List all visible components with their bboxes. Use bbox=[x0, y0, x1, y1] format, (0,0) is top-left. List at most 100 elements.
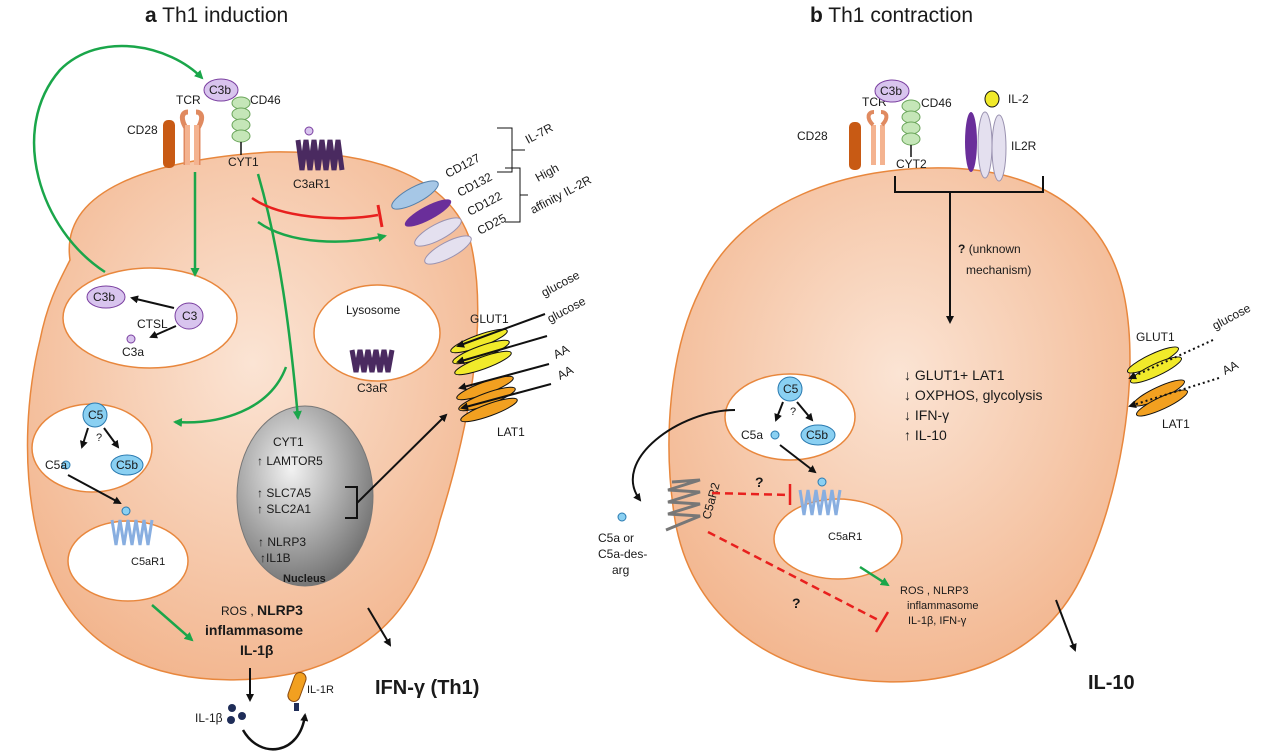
effect-0: ↓ GLUT1+ LAT1 bbox=[904, 367, 1005, 383]
il2r-label: IL2R bbox=[1011, 139, 1037, 153]
lysosome-label: Lysosome bbox=[346, 303, 401, 317]
nucleus-label: Nucleus bbox=[283, 573, 326, 585]
inflammasome-b: inflammasome bbox=[907, 600, 979, 612]
cd46-receptor-b: CD46 CYT2 bbox=[896, 96, 952, 171]
il1b-ifng-b: IL-1β, IFN-γ bbox=[908, 615, 967, 627]
c3ar-label: C3aR bbox=[357, 381, 388, 395]
c5b-label-b: C5b bbox=[806, 428, 828, 442]
glucose2-label: glucose bbox=[545, 294, 588, 326]
c5-label-a: C5 bbox=[88, 408, 104, 422]
cd25-label: CD25 bbox=[475, 211, 509, 238]
tcr-receptor-b: TCR bbox=[862, 95, 889, 165]
c3b-vesicle-label: C3b bbox=[93, 290, 115, 304]
c5a-or-1: C5a or bbox=[598, 531, 634, 545]
nucleus-il1b: ↑IL1B bbox=[260, 551, 291, 565]
glut1-label: GLUT1 bbox=[470, 312, 509, 326]
ifng-th1-label: IFN-γ (Th1) bbox=[375, 677, 479, 699]
il1b-secreted: IL-1β IL-1R bbox=[195, 672, 334, 751]
nucleus-slc7a5: ↑ SLC7A5 bbox=[257, 486, 311, 500]
il1r-label: IL-1R bbox=[307, 684, 334, 696]
c5-vesicle-a: C5 ? C5a C5b bbox=[31, 402, 153, 504]
cd28-label-b: CD28 bbox=[797, 129, 828, 143]
cd46-label: CD46 bbox=[250, 93, 281, 107]
c5a-label-b: C5a bbox=[741, 428, 763, 442]
il2r-b: IL2R bbox=[965, 111, 1037, 182]
cd28-receptor: CD28 bbox=[127, 120, 175, 168]
inhibitions-b bbox=[707, 484, 890, 633]
il2-ligand bbox=[984, 90, 1000, 108]
c5-vesicle-b: C5 ? C5a C5b bbox=[631, 373, 856, 502]
unknown-mechanism: ? (unknown bbox=[958, 242, 1021, 256]
c3a-label: C3a bbox=[122, 345, 144, 359]
c5ar1-label-b: C5aR1 bbox=[828, 531, 862, 543]
il2-label: IL-2 bbox=[1008, 92, 1029, 106]
c5-label-b: C5 bbox=[783, 382, 799, 396]
c5-q-a: ? bbox=[96, 432, 102, 444]
nucleus-slc2a1: ↑ SLC2A1 bbox=[257, 502, 311, 516]
c5-q-b: ? bbox=[790, 406, 796, 418]
aa-label-b: AA bbox=[1220, 358, 1241, 378]
c3b-top-label: C3b bbox=[209, 83, 231, 97]
c3b-top-bubble bbox=[203, 78, 239, 102]
il1b-a: IL-1β bbox=[240, 642, 274, 658]
nucleus: CYT1 ↑ LAMTOR5 ↑ SLC7A5 ↑ SLC2A1 ↑ NLRP3… bbox=[236, 405, 448, 587]
inhibition-a bbox=[251, 196, 379, 220]
cyt2-label: CYT2 bbox=[896, 157, 927, 171]
c3b-label-b: C3b bbox=[880, 84, 902, 98]
c5a-label-a: C5a bbox=[45, 458, 67, 472]
c5ar1-label-a: C5aR1 bbox=[131, 556, 165, 568]
ctsl-label: CTSL bbox=[137, 317, 168, 331]
effects-list: ↓ GLUT1+ LAT1 ↓ OXPHOS, glycolysis ↓ IFN… bbox=[904, 367, 1042, 443]
cd46-label-b: CD46 bbox=[921, 96, 952, 110]
transporters-b: GLUT1 LAT1 glucose AA bbox=[1126, 301, 1253, 431]
effect-1: ↓ OXPHOS, glycolysis bbox=[904, 387, 1042, 403]
il7r-label: IL-7R bbox=[523, 120, 556, 146]
inflammasome-text-b: ROS , NLRP3 inflammasome IL-1β, IFN-γ bbox=[900, 585, 979, 627]
cyt1-label: CYT1 bbox=[228, 155, 259, 169]
aa2-label: AA bbox=[555, 363, 576, 383]
il10-label: IL-10 bbox=[1088, 672, 1135, 694]
ros-a: ROS , NLRP3 bbox=[221, 602, 303, 618]
nucleus-lamtor5: ↑ LAMTOR5 bbox=[257, 454, 323, 468]
aa1-label: AA bbox=[551, 342, 572, 362]
c3ar1-receptor: C3aR1 bbox=[293, 126, 345, 191]
glut1-label-b: GLUT1 bbox=[1136, 330, 1175, 344]
q3-label: ? bbox=[792, 595, 801, 611]
c3-label: C3 bbox=[182, 309, 198, 323]
high-label: High bbox=[533, 161, 561, 185]
c3b-bubble-b bbox=[874, 79, 910, 103]
c5a-or-3: arg bbox=[612, 563, 629, 577]
inflammasome-text-a: ROS , NLRP3 inflammasome IL-1β bbox=[205, 602, 303, 658]
cd46-receptor: CD46 CYT1 bbox=[228, 93, 281, 169]
glucose1-label: glucose bbox=[539, 268, 582, 300]
panel-b-title: b Th1 contraction bbox=[810, 4, 973, 27]
lat1-label: LAT1 bbox=[497, 425, 525, 439]
tcr-label: TCR bbox=[176, 93, 201, 107]
inflammasome-a: inflammasome bbox=[205, 622, 303, 638]
lat1-label-b: LAT1 bbox=[1162, 417, 1190, 431]
green-arrows-a bbox=[32, 44, 387, 642]
ros-b: ROS , NLRP3 bbox=[900, 585, 968, 597]
c5a-free bbox=[617, 512, 627, 522]
panel-a-title: a Th1 induction bbox=[145, 4, 288, 27]
unknown-mechanism-2: mechanism) bbox=[966, 263, 1031, 277]
tcr-receptor: TCR bbox=[176, 93, 205, 165]
c3ar1-label: C3aR1 bbox=[293, 177, 331, 191]
cd28-receptor-b bbox=[849, 122, 861, 170]
lysosome: Lysosome C3aR bbox=[313, 284, 441, 395]
c5b-label-a: C5b bbox=[116, 458, 138, 472]
effect-2: ↓ IFN-γ bbox=[904, 407, 949, 423]
c5a-or-2: C5a-des- bbox=[598, 547, 647, 561]
panel-b: b Th1 contraction CD28 TCR C3b CD46 CYT2… bbox=[598, 4, 1253, 694]
cd28-label: CD28 bbox=[127, 123, 158, 137]
glucose-label-b: glucose bbox=[1210, 301, 1253, 333]
il1b-out-label: IL-1β bbox=[195, 711, 223, 725]
panel-a: a Th1 induction CD28 TCR CD46 CYT1 C3b bbox=[26, 4, 594, 751]
effect-3: ↑ IL-10 bbox=[904, 427, 947, 443]
c5ar1-vesicle-b: C5aR1 bbox=[773, 477, 903, 580]
nucleus-cyt1: CYT1 bbox=[273, 435, 304, 449]
nucleus-nlrp3: ↑ NLRP3 bbox=[258, 535, 306, 549]
c5ar1-vesicle-a: C5aR1 bbox=[67, 506, 189, 602]
